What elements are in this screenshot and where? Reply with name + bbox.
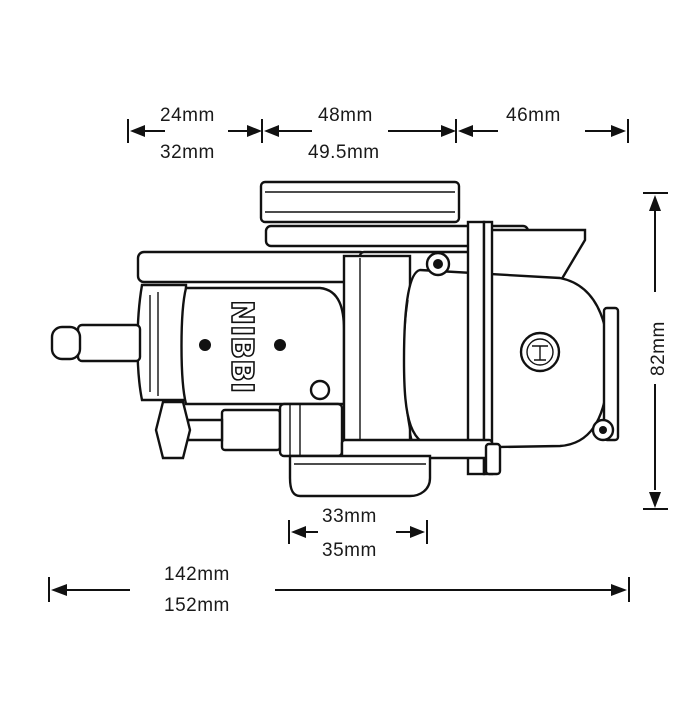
idle-screw-shaft: [186, 418, 224, 442]
arrow-head-right: [611, 584, 627, 596]
center-column: [342, 254, 412, 448]
bowl-emblem-inner: [526, 338, 554, 366]
dim-label-top-mid-a: 48mm: [318, 105, 373, 126]
dim-label-top-mid-b: 49.5mm: [308, 142, 380, 163]
dim-label-overall-a: 142mm: [164, 564, 230, 585]
arrow-head-down: [649, 492, 661, 508]
bowl-edge: [403, 299, 413, 441]
arrow-head: [441, 125, 456, 137]
overall-length-dimension-line: 142mm 152mm: [48, 564, 630, 616]
arrow-head-left: [130, 125, 145, 137]
dim-label-top-right: 46mm: [506, 105, 561, 126]
arrow-head: [247, 125, 262, 137]
vertical-post: [466, 220, 486, 476]
carburetor-drawing: NIBBI: [50, 180, 620, 498]
bowl-side-plate: [602, 306, 620, 442]
dim-label-height: 82mm: [648, 321, 669, 376]
dim-label-top-left-b: 32mm: [160, 142, 215, 163]
body-screw-left: [199, 339, 211, 351]
arrow-head: [264, 125, 279, 137]
dim-label-bore-a: 33mm: [322, 506, 377, 527]
vertical-post-thin: [482, 220, 494, 476]
height-dimension-line: 82mm: [643, 192, 669, 510]
arrow-head-right: [611, 125, 626, 137]
choke-shaft: [76, 323, 142, 363]
arrow-head: [458, 125, 473, 137]
arrow-head-left: [291, 526, 306, 538]
top-screw-center: [433, 259, 443, 269]
arrow-head-up: [649, 195, 661, 211]
choke-knob: [50, 325, 82, 361]
brand-logo-text: NIBBI: [224, 300, 259, 393]
emblem-glyph: [532, 345, 548, 361]
bore-dimension-line: 33mm 35mm: [288, 506, 428, 561]
top-cap: [259, 180, 461, 224]
arrow-head-right: [410, 526, 425, 538]
dim-label-top-left-a: 24mm: [160, 105, 215, 126]
body-screw-right: [274, 339, 286, 351]
fuel-nut: [220, 408, 282, 452]
small-knob: [309, 379, 331, 401]
dim-label-overall-b: 152mm: [164, 595, 230, 616]
idle-screw-head: [154, 400, 192, 460]
bottom-screw-center: [599, 426, 607, 434]
top-dimension-line: 24mm 32mm 48mm 49.5mm 46mm: [127, 105, 629, 163]
drain-bowl: [288, 454, 432, 498]
intake-flange: [136, 283, 188, 402]
main-body: [180, 286, 346, 406]
throttle-pipe: [136, 250, 368, 284]
dim-label-bore-b: 35mm: [322, 540, 377, 561]
float-bowl: [402, 268, 610, 450]
arrow-head-left: [51, 584, 67, 596]
base-tab: [484, 442, 502, 476]
